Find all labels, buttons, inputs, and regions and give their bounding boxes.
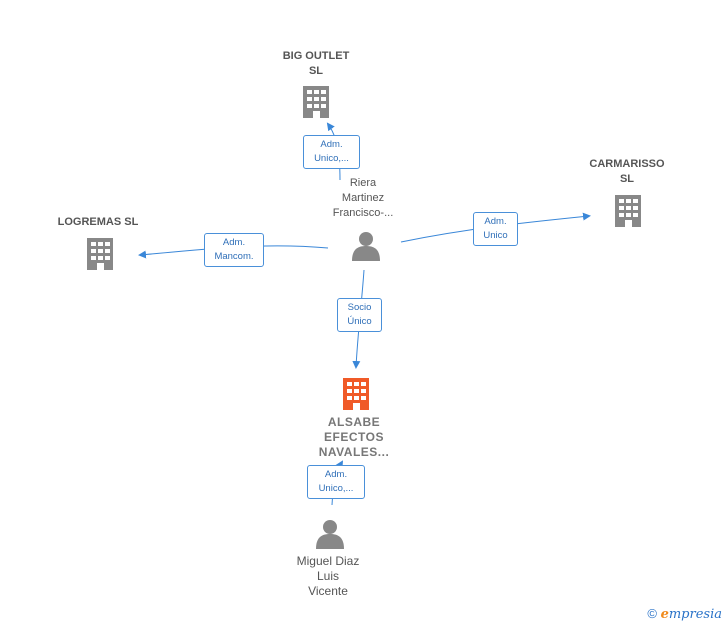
label-line: LOGREMAS SL: [57, 216, 139, 228]
edge-label-line: Unico,...: [314, 153, 349, 164]
edge-label-line: Socio: [347, 302, 372, 313]
edge-label-logremas[interactable]: Adm. Mancom.: [204, 233, 264, 267]
edge-label-line: Adm.: [320, 139, 343, 150]
edge-label-line: Mancom.: [214, 251, 254, 262]
edge-label-big-outlet[interactable]: Adm. Unico,...: [303, 135, 360, 169]
empresia-logo[interactable]: empresia: [660, 607, 722, 622]
node-carmarisso-label[interactable]: CARMARISSO SL: [577, 157, 677, 187]
person-icon[interactable]: [352, 232, 380, 261]
edge-label-carmarisso[interactable]: Adm. Unico: [473, 212, 518, 246]
edge-label-line: Adm.: [324, 469, 348, 480]
building-icon[interactable]: [343, 378, 369, 410]
edge-label-line: Unico,...: [318, 483, 354, 494]
label-line: NAVALES...: [318, 445, 390, 459]
label-line: Luis: [316, 569, 339, 583]
label-line: Riera: [349, 177, 377, 189]
copyright-icon: ©: [647, 606, 657, 621]
building-icon[interactable]: [87, 238, 113, 270]
building-icon[interactable]: [615, 195, 641, 227]
label-line: SL: [308, 65, 324, 77]
building-icon[interactable]: [303, 86, 329, 118]
node-logremas-label[interactable]: LOGREMAS SL: [48, 215, 148, 230]
label-line: Martinez: [341, 192, 385, 204]
edge-label-line: Adm.: [222, 237, 246, 248]
edge-label-line: Adm.: [484, 216, 507, 227]
node-alsabe-label[interactable]: ALSABE EFECTOS NAVALES...: [304, 415, 404, 460]
edge-label-miguel-alsabe[interactable]: Adm. Unico,...: [307, 465, 365, 499]
edge-label-line: Unico: [483, 230, 508, 241]
label-line: SL: [619, 173, 635, 185]
person-icon[interactable]: [316, 520, 344, 549]
node-miguel-label[interactable]: Miguel Diaz Luis Vicente: [278, 554, 378, 599]
node-big-outlet-label[interactable]: BIG OUTLET SL: [266, 49, 366, 79]
label-line: BIG OUTLET: [282, 50, 350, 62]
edge-label-alsabe[interactable]: Socio Único: [337, 298, 382, 332]
footer-branding: © empresia: [647, 606, 722, 622]
edge-label-line: Único: [347, 316, 372, 327]
label-line: Miguel Diaz: [296, 554, 360, 568]
label-line: Francisco-...: [332, 207, 394, 219]
node-riera-label[interactable]: Riera Martinez Francisco-...: [313, 176, 413, 221]
label-line: ALSABE: [327, 415, 381, 429]
label-line: EFECTOS: [324, 430, 384, 444]
label-line: CARMARISSO: [589, 158, 665, 170]
label-line: Vicente: [308, 584, 348, 598]
